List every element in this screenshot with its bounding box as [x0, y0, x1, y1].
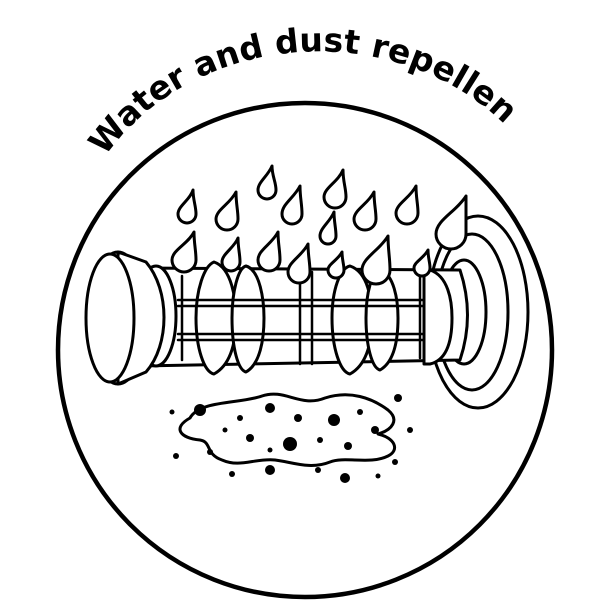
dust-puddle-icon — [169, 392, 413, 483]
water-drops-icon — [170, 164, 468, 286]
badge-circle — [55, 100, 555, 600]
roller-icon — [84, 250, 469, 386]
badge-title: Water and dust repellent — [0, 0, 525, 161]
